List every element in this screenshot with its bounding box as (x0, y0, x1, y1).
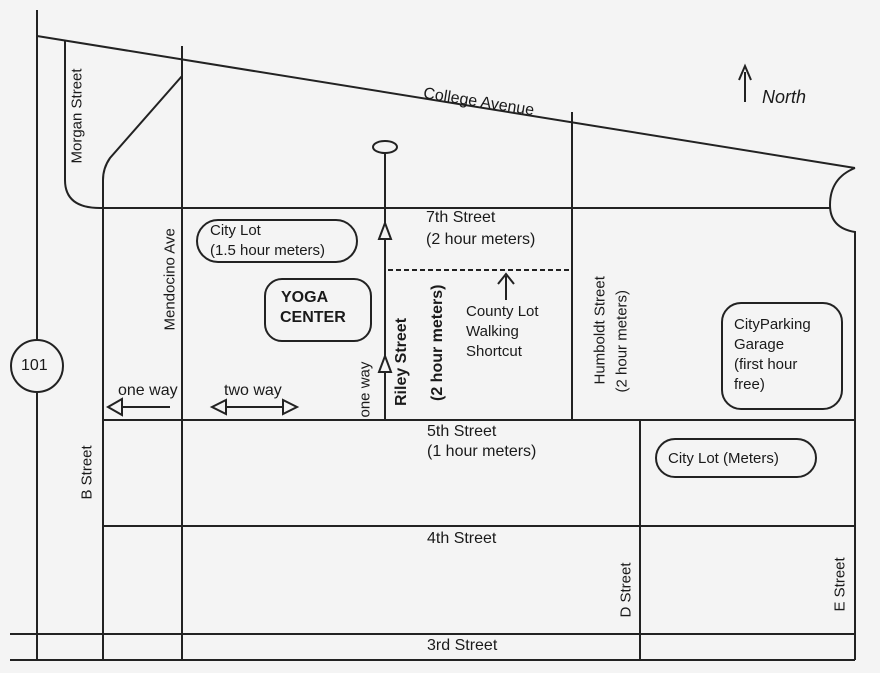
highway-101-label: 101 (21, 357, 48, 374)
yoga-line1: YOGA (281, 289, 329, 306)
fourth-street-label: 4th Street (427, 530, 497, 547)
riley-up-arrow-icon (377, 220, 393, 240)
seventh-street-note: (2 hour meters) (426, 231, 536, 248)
east-curve-road (828, 167, 856, 660)
city-lot-1-line2: (1.5 hour meters) (210, 242, 326, 259)
north-label: North (762, 87, 807, 107)
garage-line1: CityParking (734, 316, 811, 333)
riley-up-arrow2-icon (377, 353, 393, 373)
yoga-line2: CENTER (280, 309, 346, 326)
city-lot-1-line1: City Lot (210, 222, 261, 239)
garage-line4: free) (734, 376, 765, 393)
b-street-label: B Street (78, 445, 96, 500)
one-way-label: one way (118, 382, 178, 399)
one-way-vertical-label: one way (356, 361, 374, 418)
highway-101-shield (10, 339, 64, 393)
e-street-label: E Street (831, 557, 849, 612)
city-lot-2 (655, 438, 817, 478)
county-lot-line2: Walking (466, 323, 519, 340)
riley-street-note: (2 hour meters) (429, 284, 446, 401)
third-street-label: 3rd Street (427, 637, 498, 654)
morgan-street-label: Morgan Street (68, 68, 86, 164)
city-lot-1 (196, 219, 358, 263)
yoga-center (264, 278, 372, 342)
mendocino-diagonal-road (102, 75, 183, 660)
humboldt-street-label: Humboldt Street (591, 276, 609, 385)
mendocino-ave-label: Mendocino Ave (161, 228, 179, 331)
d-street-label: D Street (617, 562, 635, 618)
garage-line2: Garage (734, 336, 785, 353)
humboldt-street-note: (2 hour meters) (613, 289, 631, 393)
riley-street-end (372, 140, 398, 154)
fifth-street-note: (1 hour meters) (427, 443, 537, 460)
county-lot-line3: Shortcut (466, 343, 522, 360)
city-parking-garage (721, 302, 843, 410)
two-way-label: two way (224, 382, 282, 399)
city-lot-2-label: City Lot (Meters) (668, 450, 779, 467)
county-lot-line1: County Lot (466, 303, 539, 320)
riley-street-label: Riley Street (393, 317, 410, 406)
garage-line3: (first hour (734, 356, 798, 373)
morgan-street-road (64, 40, 830, 209)
college-avenue-road (36, 35, 856, 169)
seventh-street-label: 7th Street (426, 209, 496, 226)
fifth-street-label: 5th Street (427, 423, 497, 440)
